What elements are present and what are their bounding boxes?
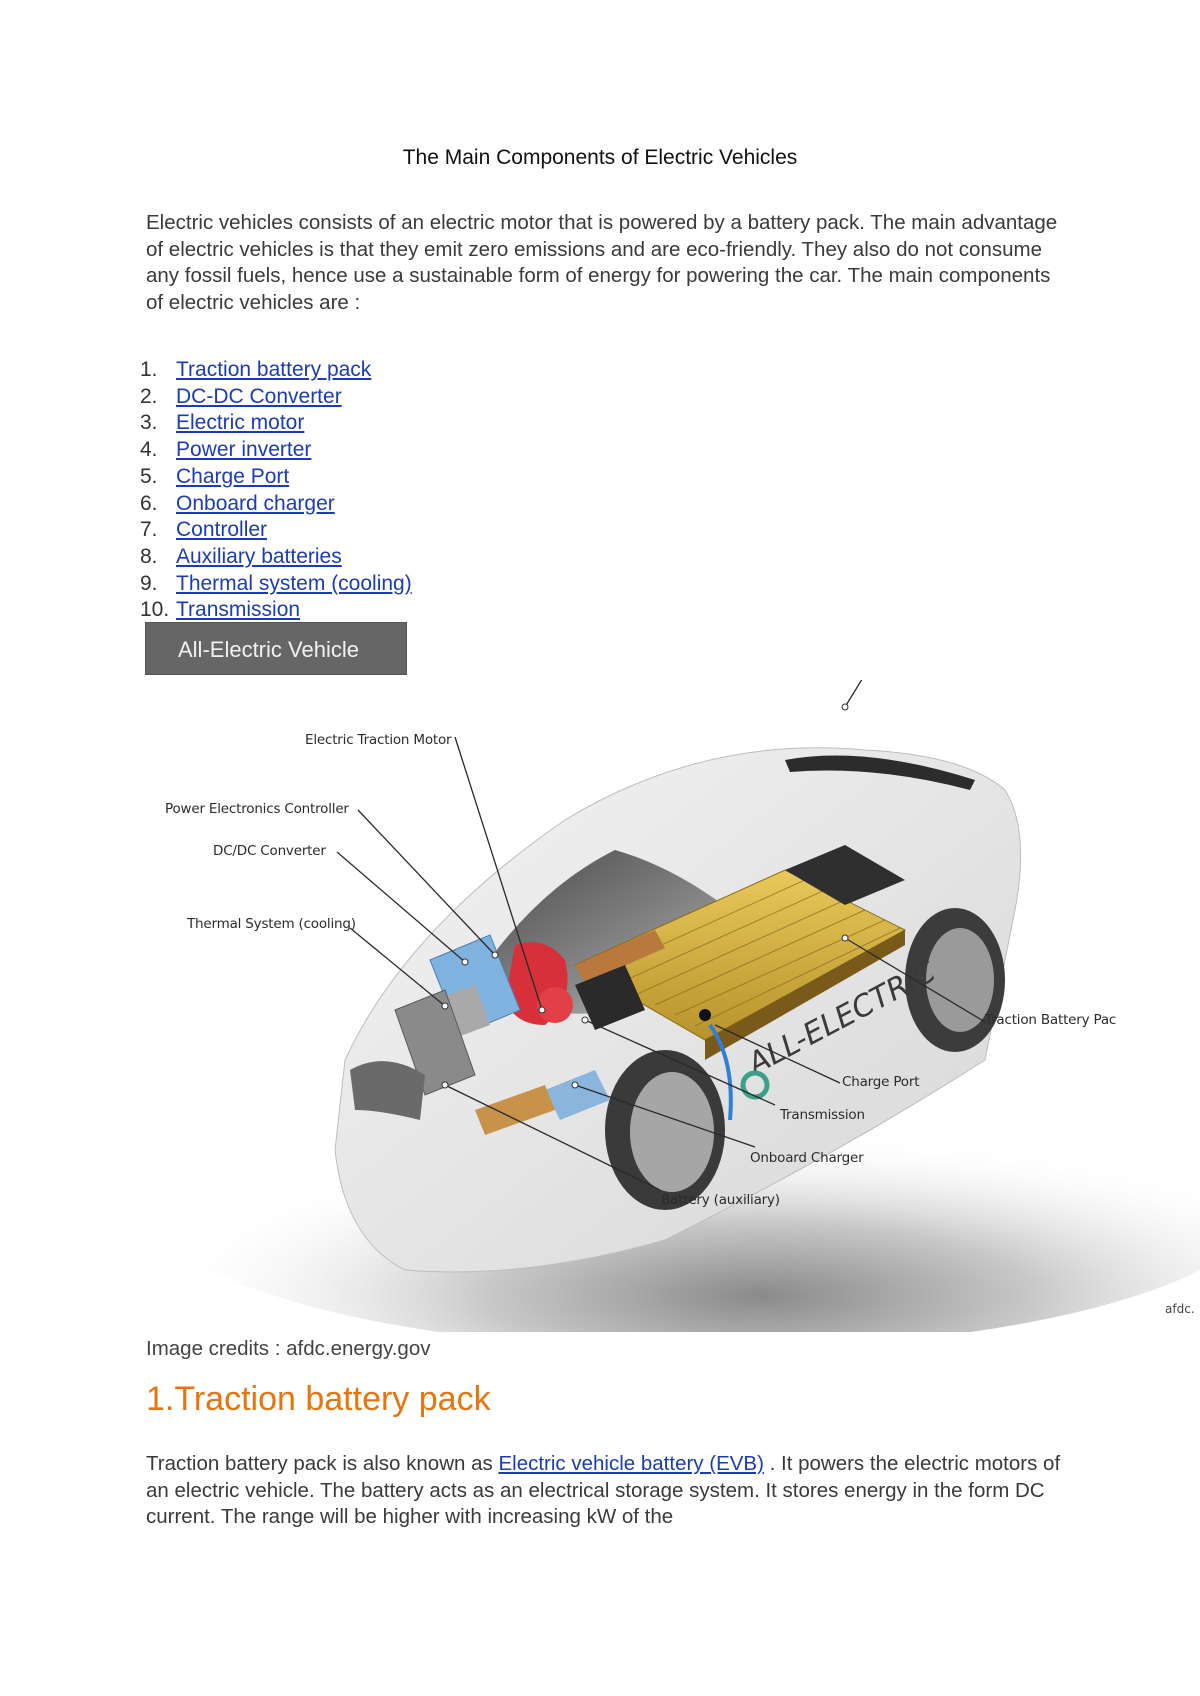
list-number: 10.: [140, 598, 170, 622]
list-item: 8. Auxiliary batteries: [140, 544, 412, 571]
link-dc-dc-converter[interactable]: DC-DC Converter: [176, 384, 342, 408]
list-item: 2. DC-DC Converter: [140, 384, 412, 411]
page-title: The Main Components of Electric Vehicles: [402, 146, 798, 169]
components-list: 1. Traction battery pack 2. DC-DC Converte…: [140, 357, 412, 624]
list-item: 4. Power inverter: [140, 437, 412, 464]
list-number: 6.: [140, 491, 158, 515]
callout-onboard-charger: Onboard Charger: [750, 1150, 864, 1166]
car-illustration: ALL-ELECTRIC: [145, 680, 1200, 1332]
list-item: 6. Onboard charger: [140, 491, 412, 518]
callout-dc-dc-converter: DC/DC Converter: [213, 843, 326, 859]
list-item: 5. Charge Port: [140, 464, 412, 491]
link-electric-vehicle-battery[interactable]: Electric vehicle battery (EVB): [498, 1452, 764, 1475]
callout-traction-battery-pack: Traction Battery Pac: [985, 1012, 1117, 1028]
callout-electric-traction-motor: Electric Traction Motor: [305, 732, 452, 748]
section-text-after-link: . It powers the electric motors of an el…: [146, 1452, 1061, 1528]
list-number: 5.: [140, 464, 158, 488]
callout-thermal-system: Thermal System (cooling): [187, 916, 356, 932]
link-controller[interactable]: Controller: [176, 518, 268, 542]
intro-paragraph: Electric vehicles consists of an electri…: [146, 211, 1058, 314]
ev-components-diagram: ALL-ELECTRIC: [145, 680, 1200, 1332]
callout-charge-port: Charge Port: [842, 1074, 920, 1090]
list-item: 7. Controller: [140, 517, 412, 544]
link-electric-motor[interactable]: Electric motor: [176, 411, 305, 435]
list-item: 1. Traction battery pack: [140, 357, 412, 384]
section-paragraph: Traction battery pack is also known as E…: [146, 1451, 1066, 1531]
callout-battery-auxiliary: Battery (auxiliary): [661, 1192, 780, 1208]
list-number: 2.: [140, 384, 158, 408]
section-text-before-link: Traction battery pack is also known as: [146, 1452, 499, 1475]
list-item: 3. Electric motor: [140, 410, 412, 437]
list-item: 10.Transmission: [140, 597, 412, 624]
image-watermark: afdc.: [1165, 1302, 1195, 1316]
link-auxiliary-batteries[interactable]: Auxiliary batteries: [176, 544, 342, 568]
link-power-inverter[interactable]: Power inverter: [176, 438, 312, 462]
link-thermal-system[interactable]: Thermal system (cooling): [176, 571, 412, 595]
list-item: 9. Thermal system (cooling): [140, 571, 412, 598]
list-number: 1.: [140, 358, 158, 381]
list-number: 4.: [140, 438, 158, 462]
section-heading: 1.Traction battery pack: [146, 1380, 491, 1418]
figure-badge: All-Electric Vehicle: [145, 622, 407, 675]
callout-transmission: Transmission: [780, 1107, 865, 1123]
list-number: 7.: [140, 518, 158, 542]
list-number: 8.: [140, 544, 158, 568]
image-credit: Image credits : afdc.energy.gov: [146, 1337, 431, 1360]
link-transmission[interactable]: Transmission: [176, 598, 301, 622]
link-traction-battery-pack[interactable]: Traction battery pack: [176, 358, 372, 381]
link-onboard-charger[interactable]: Onboard charger: [176, 491, 335, 515]
callout-power-electronics-controller: Power Electronics Controller: [165, 801, 349, 817]
list-number: 3.: [140, 411, 158, 435]
link-charge-port[interactable]: Charge Port: [176, 464, 290, 488]
list-number: 9.: [140, 571, 158, 595]
